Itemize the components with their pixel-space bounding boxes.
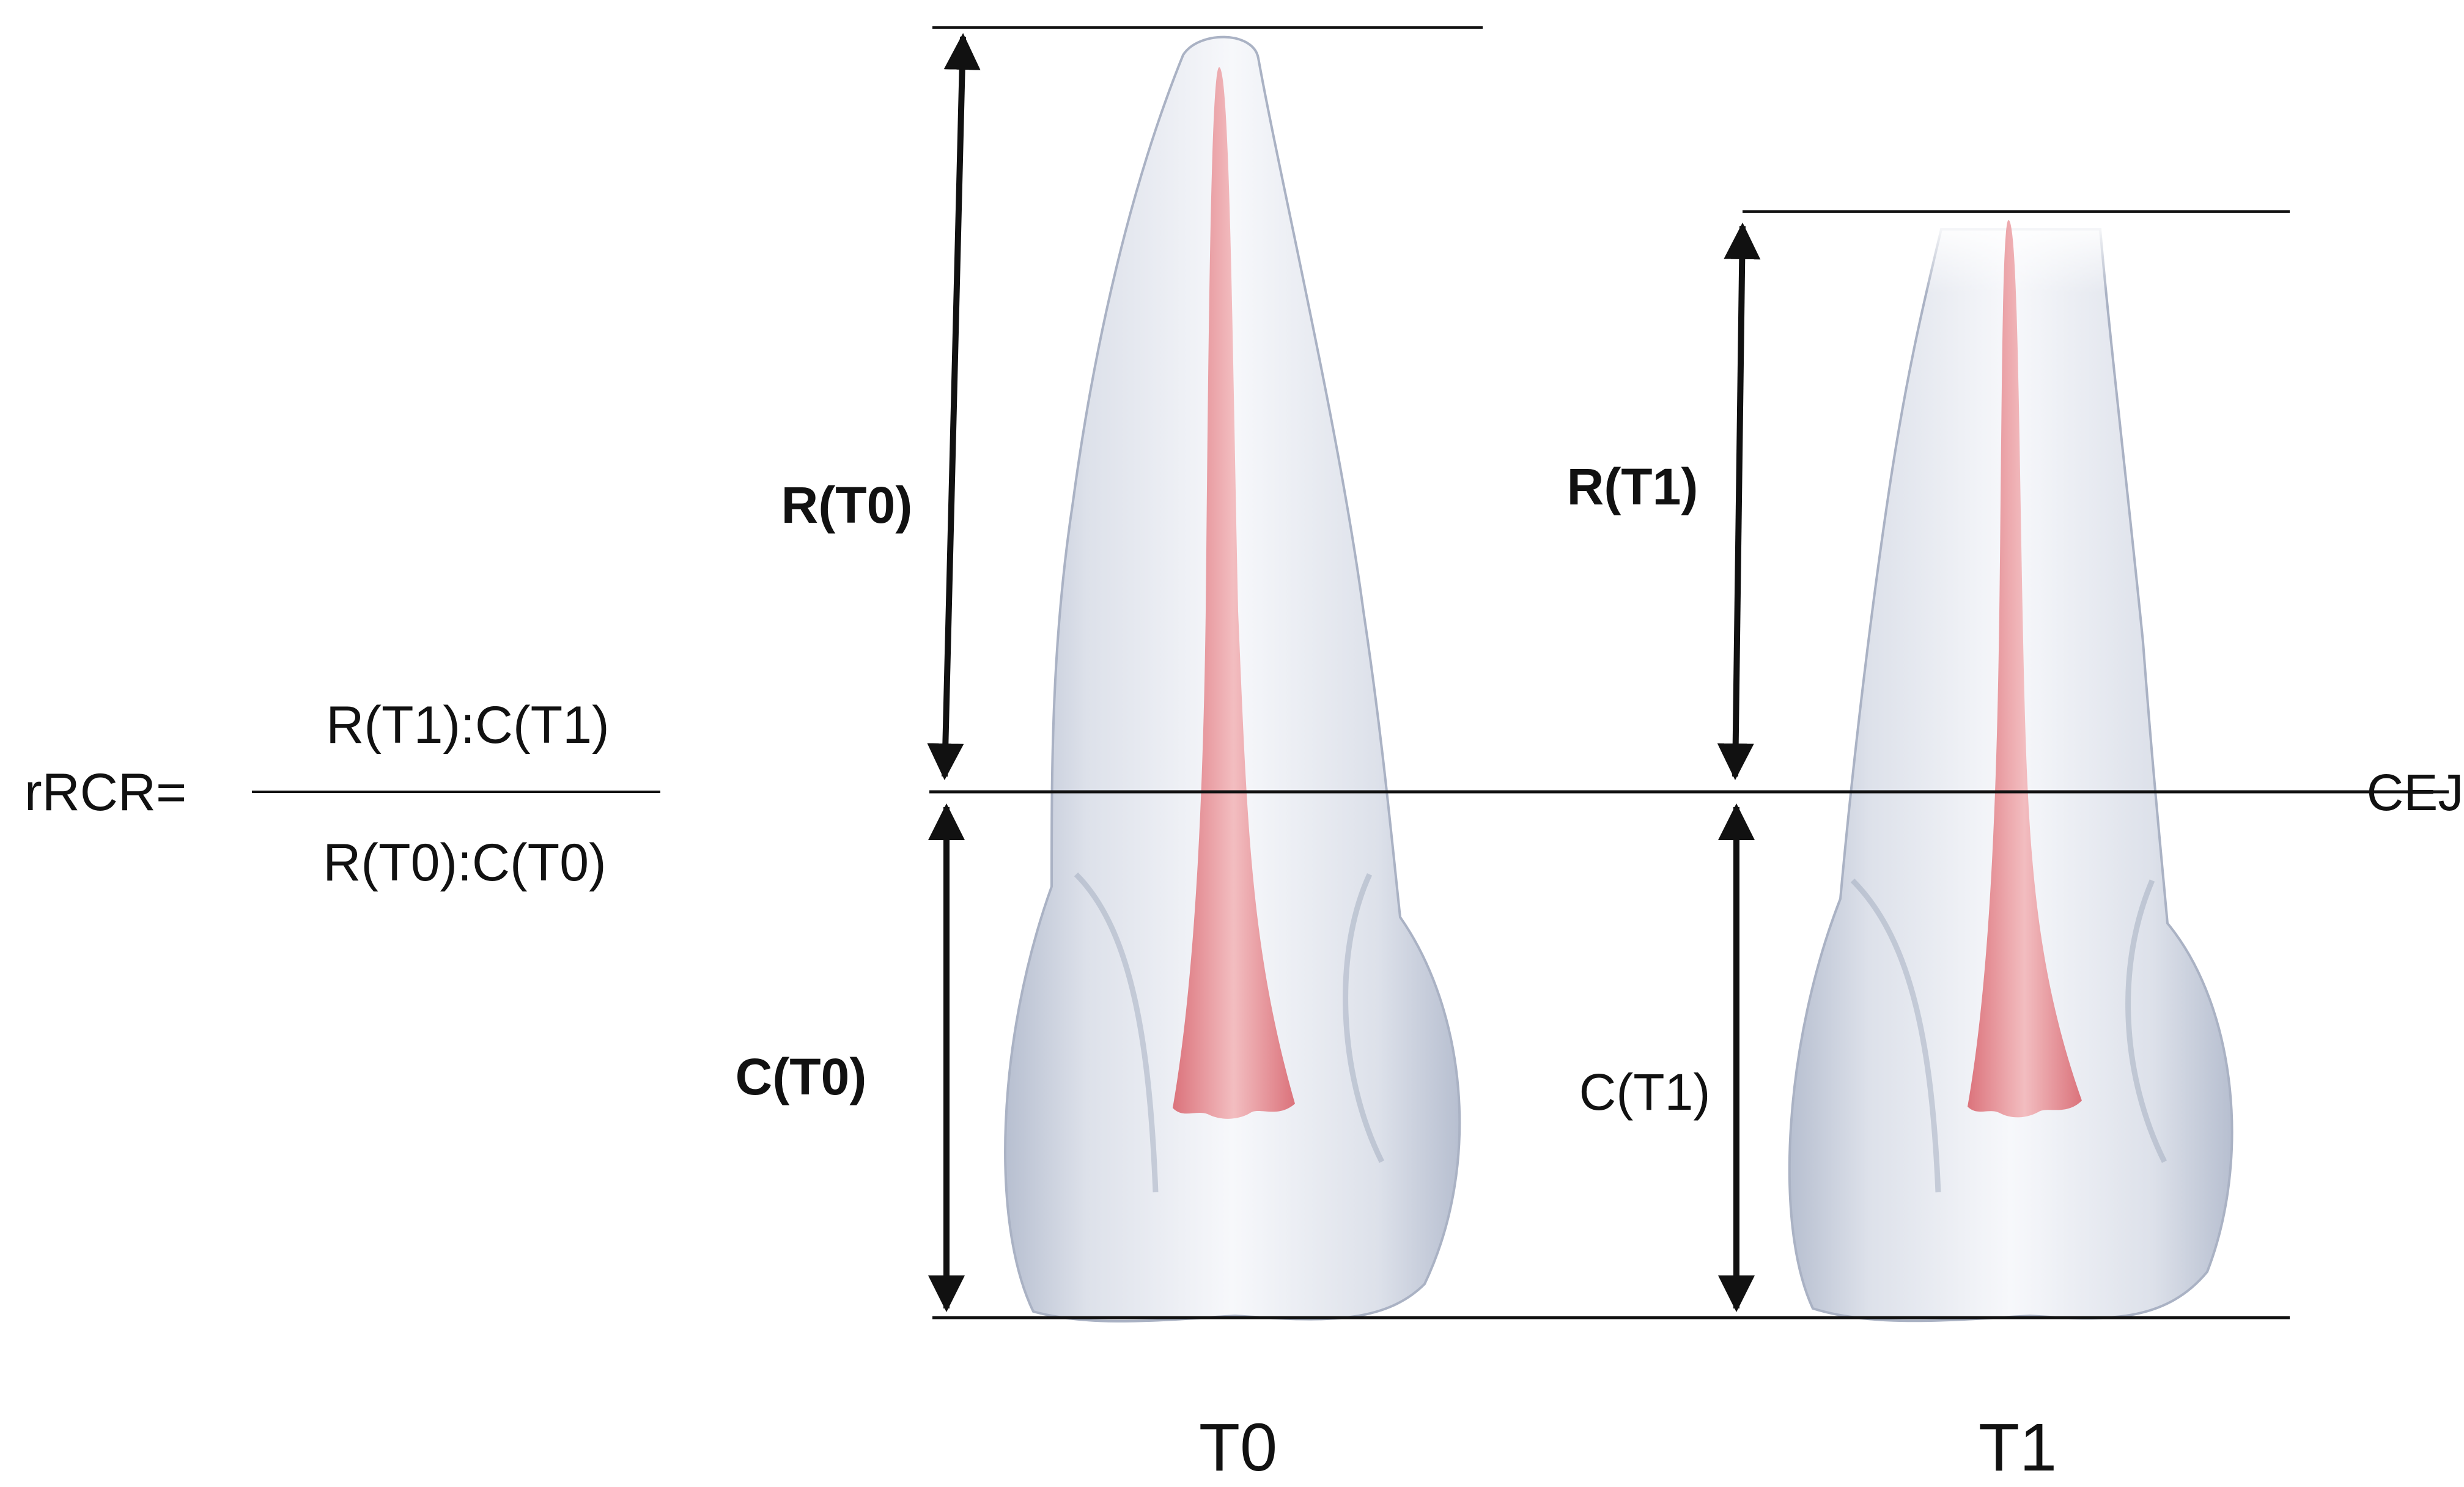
tooth-t0-ridge-right	[1343, 873, 1385, 1164]
caption-t1: T1	[1979, 1410, 2057, 1485]
tooth-t0-ridge-left	[1074, 872, 1159, 1193]
formula-denominator: R(T0):C(T0)	[323, 833, 606, 892]
label-crown-t0: C(T0)	[736, 1048, 867, 1105]
formula-numerator: R(T1):C(T1)	[326, 696, 609, 755]
label-root-t0: R(T0)	[781, 476, 913, 534]
rrcr-formula: rRCR= R(T1):C(T1) R(T0):C(T0)	[24, 696, 660, 892]
tooth-t0	[1004, 35, 1461, 1323]
arrow-root-t1	[1717, 223, 1761, 780]
tooth-t1-ridge-right	[2125, 879, 2167, 1164]
caption-t0: T0	[1199, 1410, 1277, 1485]
tooth-t1-ridge-left	[1850, 878, 1941, 1193]
arrow-root-t0	[927, 33, 981, 780]
label-crown-t1: C(T1)	[1579, 1063, 1711, 1121]
formula-lhs: rRCR=	[24, 763, 186, 822]
tooth-t1-resorbed-edge	[1920, 220, 2122, 293]
tooth-t1-pulp	[1968, 220, 2082, 1118]
tooth-t0-pulp	[1173, 67, 1295, 1119]
label-root-t1: R(T1)	[1567, 458, 1699, 515]
label-cej: CEJ	[2367, 764, 2464, 821]
tooth-t1	[1788, 220, 2233, 1323]
